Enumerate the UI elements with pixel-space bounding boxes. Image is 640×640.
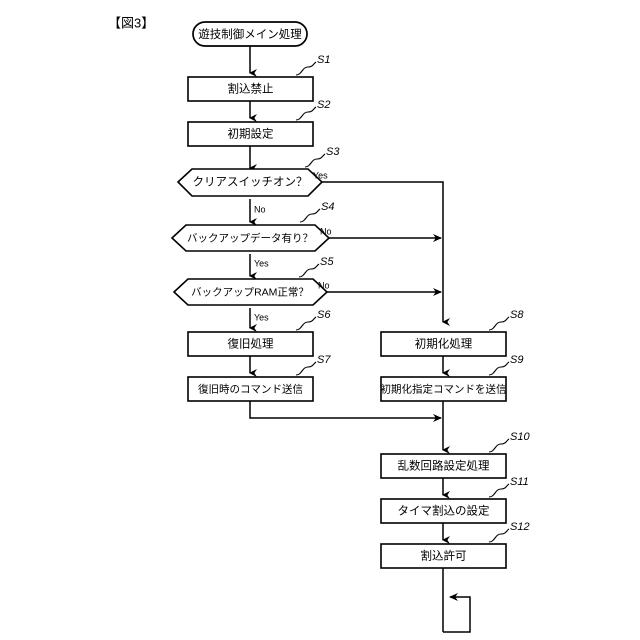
s4-step: S4 xyxy=(321,201,334,213)
s7-shape xyxy=(187,376,314,402)
s5-leader-line xyxy=(298,263,320,278)
s10-leader-line xyxy=(488,438,510,453)
node-s8: 初期化処理 S8 xyxy=(380,309,524,357)
node-s5: バックアップRAM正常？ S5 No Yes xyxy=(172,256,334,322)
connector-s3-yes-to-trunk xyxy=(311,181,450,326)
figure-title: 【図3】 xyxy=(108,15,154,30)
s10-step: S10 xyxy=(510,431,530,443)
s5-no-label: No xyxy=(318,280,330,290)
s6-leader-line xyxy=(295,316,317,331)
s3-yes-label: Yes xyxy=(313,170,328,180)
s1-step: S1 xyxy=(317,54,330,66)
node-s2: 初期設定 S2 xyxy=(187,99,330,147)
node-s12: 割込許可 S12 xyxy=(380,521,530,569)
s7-leader-line xyxy=(295,361,317,376)
s4-leader-line xyxy=(299,208,321,223)
s9-step: S9 xyxy=(510,354,523,366)
connector-s7-to-trunk xyxy=(249,401,442,422)
s7-step: S7 xyxy=(317,354,331,366)
s6-step: S6 xyxy=(317,309,331,321)
s8-shape xyxy=(380,331,507,357)
s2-shape xyxy=(187,121,314,147)
s2-step: S2 xyxy=(317,99,330,111)
node-s11: タイマ割込の設定 S11 xyxy=(380,476,529,524)
s5-step: S5 xyxy=(320,256,334,268)
s4-label: バックアップデータ有り？ xyxy=(187,231,313,244)
node-s6: 復旧処理 S6 xyxy=(187,309,331,357)
s9-label: 初期化指定コマンドを送信 xyxy=(381,382,507,395)
s2-leader-line xyxy=(295,106,317,121)
s1-label: 割込禁止 xyxy=(228,82,274,96)
s10-label: 乱数回路設定処理 xyxy=(398,459,490,473)
s3-shape xyxy=(176,168,324,197)
s3-step: S3 xyxy=(326,146,340,158)
s11-label: タイマ割込の設定 xyxy=(398,504,490,518)
s4-shape xyxy=(170,224,331,252)
s6-label: 復旧処理 xyxy=(228,337,274,351)
node-s10: 乱数回路設定処理 S10 xyxy=(380,431,530,479)
s4-yes-label: Yes xyxy=(254,258,269,268)
s4-no-label: No xyxy=(320,226,332,236)
s11-shape xyxy=(380,498,507,524)
node-s4: バックアップデータ有り？ S4 No Yes xyxy=(170,201,334,268)
node-s7: 復旧時のコマンド送信 S7 xyxy=(187,354,331,402)
s11-leader-line xyxy=(488,483,510,498)
s5-label: バックアップRAM正常？ xyxy=(191,285,309,298)
s8-leader-line xyxy=(488,316,510,331)
node-s9: 初期化指定コマンドを送信 S9 xyxy=(380,354,523,402)
s8-label: 初期化処理 xyxy=(415,337,473,351)
s5-shape xyxy=(172,278,329,306)
s3-no-label: No xyxy=(254,204,266,214)
s3-leader-line xyxy=(304,153,326,168)
s1-leader-line xyxy=(295,61,317,76)
node-start: 遊技制御メイン処理 xyxy=(192,21,308,47)
start-shape xyxy=(192,21,308,47)
s9-leader-line xyxy=(488,361,510,376)
s1-shape xyxy=(187,76,314,102)
s11-step: S11 xyxy=(510,476,529,488)
connector-bottom-loop xyxy=(443,593,471,633)
s8-step: S8 xyxy=(510,309,524,321)
s3-label: クリアスイッチオン？ xyxy=(193,176,308,189)
node-s1: 割込禁止 S1 xyxy=(187,54,330,102)
s6-shape xyxy=(187,331,314,357)
start-label: 遊技制御メイン処理 xyxy=(198,27,302,41)
s9-shape xyxy=(380,376,507,402)
s7-label: 復旧時のコマンド送信 xyxy=(198,382,303,395)
s10-shape xyxy=(380,453,507,479)
s12-leader-line xyxy=(488,528,510,543)
s12-step: S12 xyxy=(510,521,530,533)
s12-label: 割込許可 xyxy=(421,549,467,563)
s5-yes-label: Yes xyxy=(254,312,269,322)
node-s3: クリアスイッチオン？ S3 Yes No xyxy=(176,146,340,214)
s2-label: 初期設定 xyxy=(228,127,274,141)
s12-shape xyxy=(380,543,507,569)
